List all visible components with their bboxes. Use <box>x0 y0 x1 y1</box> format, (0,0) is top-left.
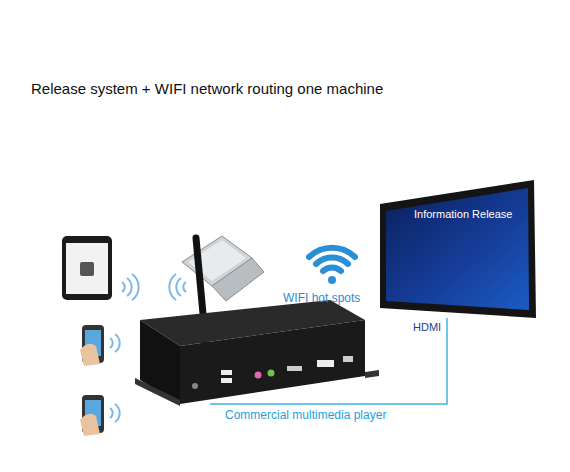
node-label: Information Release <box>414 208 512 220</box>
media-player-box: Commercial multimedia player <box>135 300 367 404</box>
wifi-icon <box>309 248 355 284</box>
hand-icon <box>80 414 100 436</box>
tablet-icon <box>62 236 112 300</box>
media-player-box-outline <box>135 300 367 404</box>
monitor-screen-outline <box>376 180 538 318</box>
edge-label: HDMI <box>413 321 441 333</box>
tablet-screen <box>66 243 108 294</box>
node-label: Commercial multimedia player <box>225 408 386 422</box>
signal-waves <box>110 274 186 422</box>
diagram-title: Release system + WIFI network routing on… <box>31 80 383 97</box>
hdmi-cable <box>210 318 447 404</box>
tablet-app <box>80 262 94 276</box>
monitor-screen: Information Release <box>376 180 538 318</box>
hand-icon <box>80 344 100 366</box>
wifi-label: WIFI hot spots <box>283 291 360 305</box>
